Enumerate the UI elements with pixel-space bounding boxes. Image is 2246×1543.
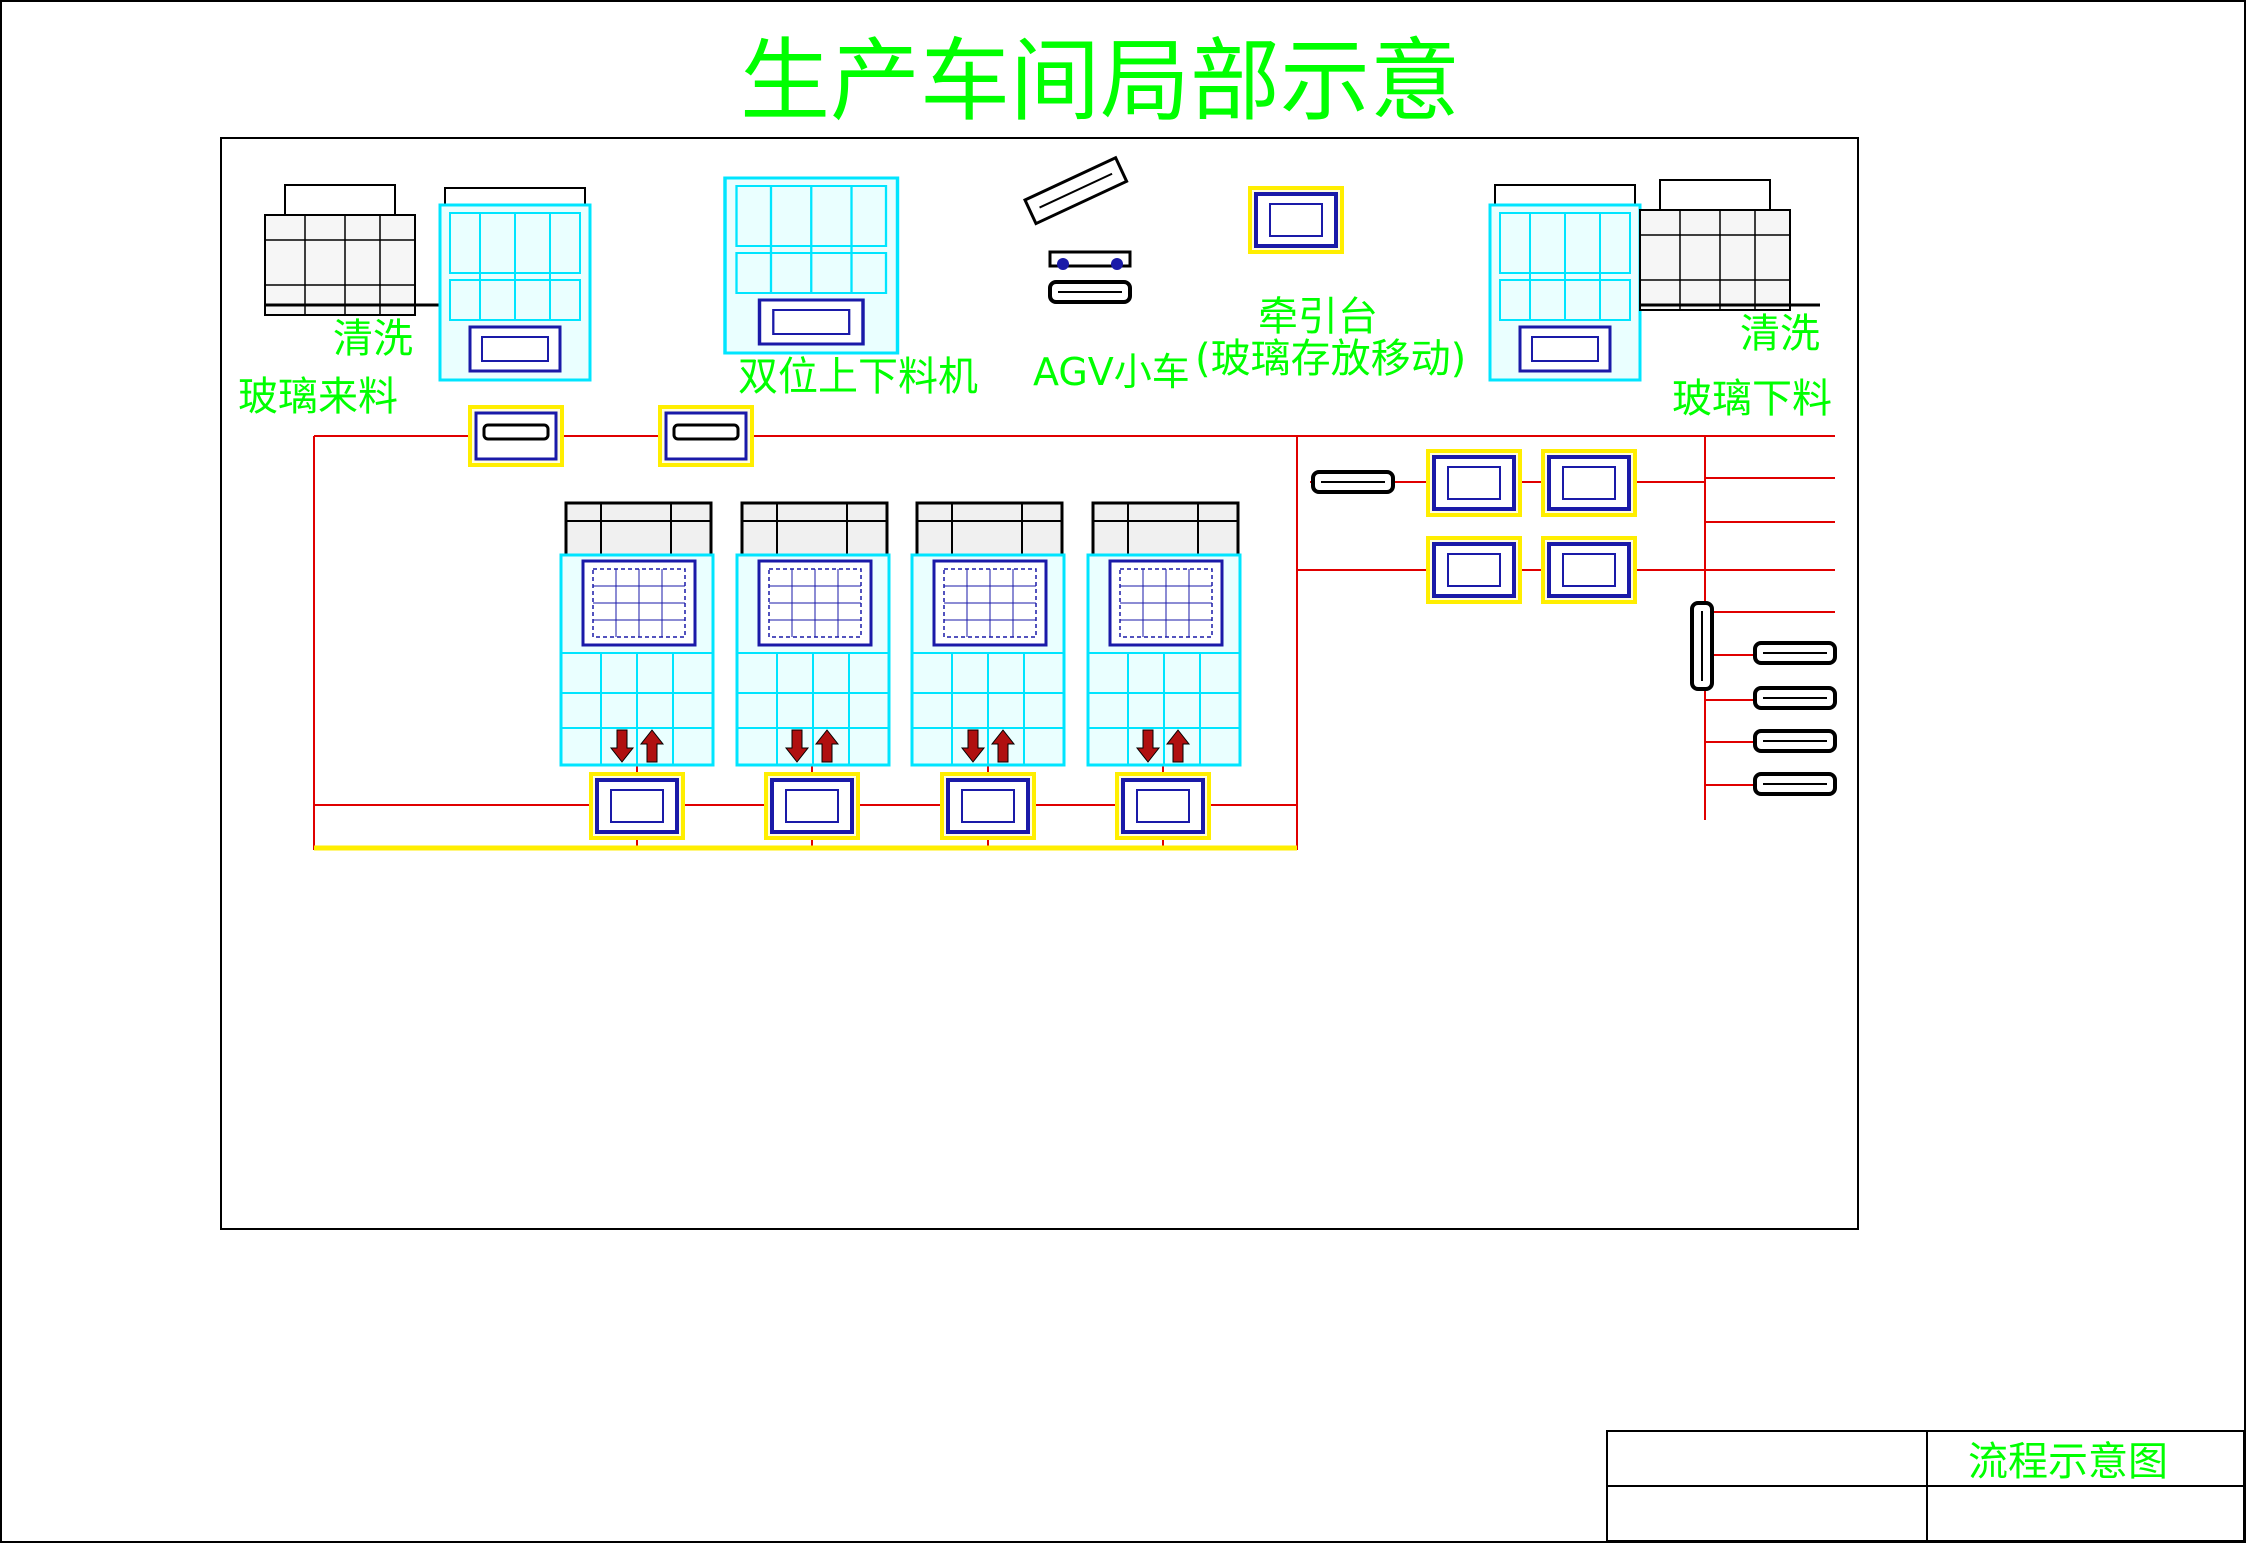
top-track-rack-2 — [658, 405, 754, 467]
processing-machine-4 — [1086, 501, 1242, 767]
agv-label: AGV小车 — [1033, 350, 1190, 394]
left-wash-station — [438, 187, 592, 382]
storage-rack-2 — [1541, 449, 1637, 517]
bottom-rack-1 — [589, 772, 685, 840]
right-wash-station — [1488, 184, 1642, 382]
left-wash-label: 清洗 — [333, 316, 413, 362]
title-block — [1606, 1430, 2245, 1542]
tractor-label-line2: (玻璃存放移动) — [1195, 336, 1466, 382]
parked-agv-4 — [1753, 772, 1837, 796]
storage-rack-4 — [1541, 536, 1637, 604]
bottom-rack-3 — [940, 772, 1036, 840]
page-title: 生产车间局部示意 — [740, 29, 1460, 134]
tractor-rack — [1248, 186, 1344, 254]
storage-agv — [1311, 470, 1395, 494]
left-infeed-line — [264, 184, 445, 316]
parked-agv-1 — [1753, 641, 1837, 665]
processing-machine-1 — [559, 501, 715, 767]
right-outfeed-line — [1639, 179, 1820, 311]
storage-rack-3 — [1426, 536, 1522, 604]
glass-in-label: 玻璃来料 — [238, 374, 398, 420]
agv-group — [1023, 155, 1132, 304]
storage-rack-1 — [1426, 449, 1522, 517]
tractor-label-line1: 牵引台 — [1258, 294, 1378, 340]
drawing-name: 流程示意图 — [1968, 1439, 2168, 1485]
processing-machine-3 — [910, 501, 1066, 767]
bottom-rack-4 — [1115, 772, 1211, 840]
processing-machine-2 — [735, 501, 891, 767]
glass-out-label: 玻璃下料 — [1672, 376, 1832, 422]
vertical-agv — [1690, 601, 1714, 691]
right-wash-label: 清洗 — [1740, 311, 1820, 357]
bottom-rack-2 — [764, 772, 860, 840]
dual-loader-station — [723, 176, 900, 355]
parked-agv-3 — [1753, 729, 1837, 753]
top-track-rack-1 — [468, 405, 564, 467]
dual-loader-label: 双位上下料机 — [738, 354, 978, 400]
parked-agv-2 — [1753, 686, 1837, 710]
drawing-frame — [220, 137, 1859, 1230]
